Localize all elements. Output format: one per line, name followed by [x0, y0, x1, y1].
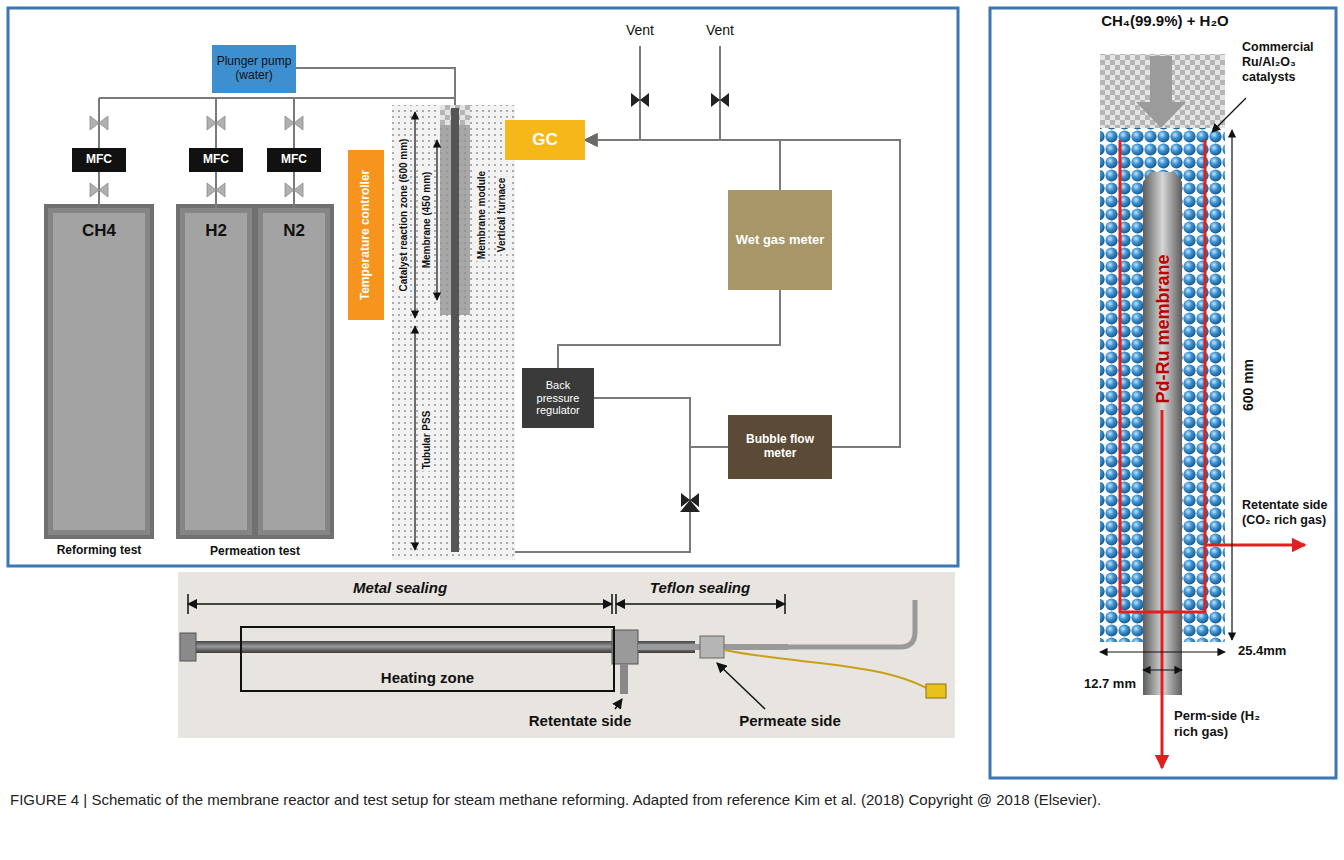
three-way-valve — [680, 500, 700, 512]
valve-symbol — [631, 93, 649, 107]
vertical-furnace — [392, 105, 515, 560]
membrane-tube: Pd-Ru membrane — [1143, 182, 1182, 695]
dimension-arrow — [414, 326, 415, 550]
dimension-label: Membrane (450 mm) — [421, 170, 433, 271]
dimension-arrow — [188, 603, 612, 605]
regulator-box: Back pressure regulator — [522, 368, 594, 428]
outlet-label: Retentate side (CO₂ rich gas) — [1240, 498, 1334, 528]
node-text: MFC — [281, 153, 307, 167]
figure-caption: FIGURE 4 | Schematic of the membrane rea… — [10, 790, 1334, 810]
pipe-connector — [558, 290, 780, 368]
meter-box: Wet gas meter — [728, 190, 832, 290]
dimension-label: Metal sealing — [351, 579, 449, 597]
leader-arrow — [1212, 98, 1246, 132]
panel-frame — [8, 8, 958, 566]
dimension-arrow — [616, 603, 785, 605]
leader-arrow — [615, 699, 622, 709]
meter-box: Bubble flow meter — [728, 415, 832, 479]
node-text: CH4 — [82, 221, 116, 241]
valve-symbol — [207, 116, 225, 130]
node-text: N2 — [283, 221, 305, 241]
part-label: Tubular PSS — [421, 409, 433, 472]
group-label: Permeation test — [208, 544, 302, 558]
node-text: Wet gas meter — [736, 233, 825, 248]
part-label: Retentate side — [527, 712, 634, 730]
node-text: Bubble flow meter — [734, 433, 826, 461]
pump-box: Plunger pump (water) — [212, 45, 296, 93]
dimension-label: Catalyst reaction zone (600 mm) — [398, 137, 410, 294]
node-text: Pd-Ru membrane — [1152, 255, 1173, 404]
dimension-label: 600 mm — [1240, 357, 1257, 413]
node-text: Temperature controller — [359, 170, 373, 300]
vent-label: Vent — [704, 22, 736, 39]
mfc-box: MFC — [267, 148, 321, 172]
cylinder-frame — [176, 204, 334, 539]
valve-symbol — [285, 116, 303, 130]
feed-header — [99, 97, 455, 99]
retentate-flow — [1205, 544, 1305, 547]
panel-frame — [990, 8, 1336, 778]
node-text: H2 — [205, 221, 227, 241]
gas-cylinder: N2 — [258, 208, 330, 535]
zone-frame: Heating zone — [240, 626, 615, 692]
node-text: GC — [532, 130, 558, 150]
analyzer-box: GC — [505, 120, 585, 160]
gas-cylinder: CH4Reforming test — [48, 208, 150, 535]
permeate-flow — [1161, 410, 1164, 768]
thermocouple-wire — [724, 650, 930, 690]
part-label: Commercial Ru/Al₂O₃ catalysts — [1240, 40, 1334, 85]
valve-symbol — [285, 183, 303, 197]
dimension-label: Teflon sealing — [648, 579, 752, 597]
part-label: Vertical furnace — [496, 176, 508, 254]
vent-line — [639, 46, 641, 140]
retentate-fitting — [612, 630, 638, 664]
vent-line — [719, 46, 721, 140]
outlet-label: Perm-side (H₂ rich gas) — [1172, 708, 1288, 739]
part-label: Permeate side — [737, 712, 843, 730]
gas-cylinder: H2 — [180, 208, 252, 535]
pipe-connector — [585, 140, 900, 447]
dimension-arrow — [436, 140, 437, 300]
pipe-connector — [594, 398, 728, 447]
valve-symbol — [711, 93, 729, 107]
node-caption: Reforming test — [57, 544, 142, 558]
inlet-zone — [1100, 54, 1225, 128]
feed-arrow — [1136, 56, 1186, 128]
water-line — [296, 68, 455, 108]
node-text: MFC — [203, 153, 229, 167]
vent-label: Vent — [624, 22, 656, 39]
feed-label: CH₄(99.9%) + H₂O — [1098, 12, 1232, 30]
mfc-box: MFC — [72, 148, 126, 172]
valve-symbol — [90, 116, 108, 130]
node-text: MFC — [86, 153, 112, 167]
photo-ground — [178, 572, 955, 738]
node-text: Back pressure regulator — [526, 379, 590, 417]
dimension-arrow — [1231, 130, 1232, 640]
node-text: Plunger pump (water) — [216, 55, 292, 83]
thermocouple-plug — [926, 684, 946, 698]
dimension-label: 12.7 mm — [1082, 676, 1138, 692]
retentate-pipe — [620, 664, 628, 694]
teflon-fitting — [700, 636, 724, 658]
tubular-pss — [451, 108, 459, 552]
dimension-arrow — [414, 112, 415, 318]
dimension-arrow — [1143, 669, 1182, 670]
part-label: Membrane module — [476, 169, 488, 261]
dimension-arrow — [1100, 651, 1225, 652]
pipe-connector — [585, 140, 780, 190]
mfc-box: MFC — [189, 148, 243, 172]
dimension-label: 25.4mm — [1236, 643, 1288, 659]
valve-symbol — [90, 183, 108, 197]
node-text: Heating zone — [381, 669, 474, 686]
end-nut — [180, 633, 196, 661]
leader-arrow — [717, 663, 765, 709]
vent-valves — [631, 93, 729, 512]
cylinder-frame — [44, 204, 154, 539]
dimension-tick — [188, 594, 785, 614]
permeate-tube-bend — [786, 600, 915, 647]
controller-box: Temperature controller — [348, 150, 384, 320]
valve-symbol — [207, 183, 225, 197]
